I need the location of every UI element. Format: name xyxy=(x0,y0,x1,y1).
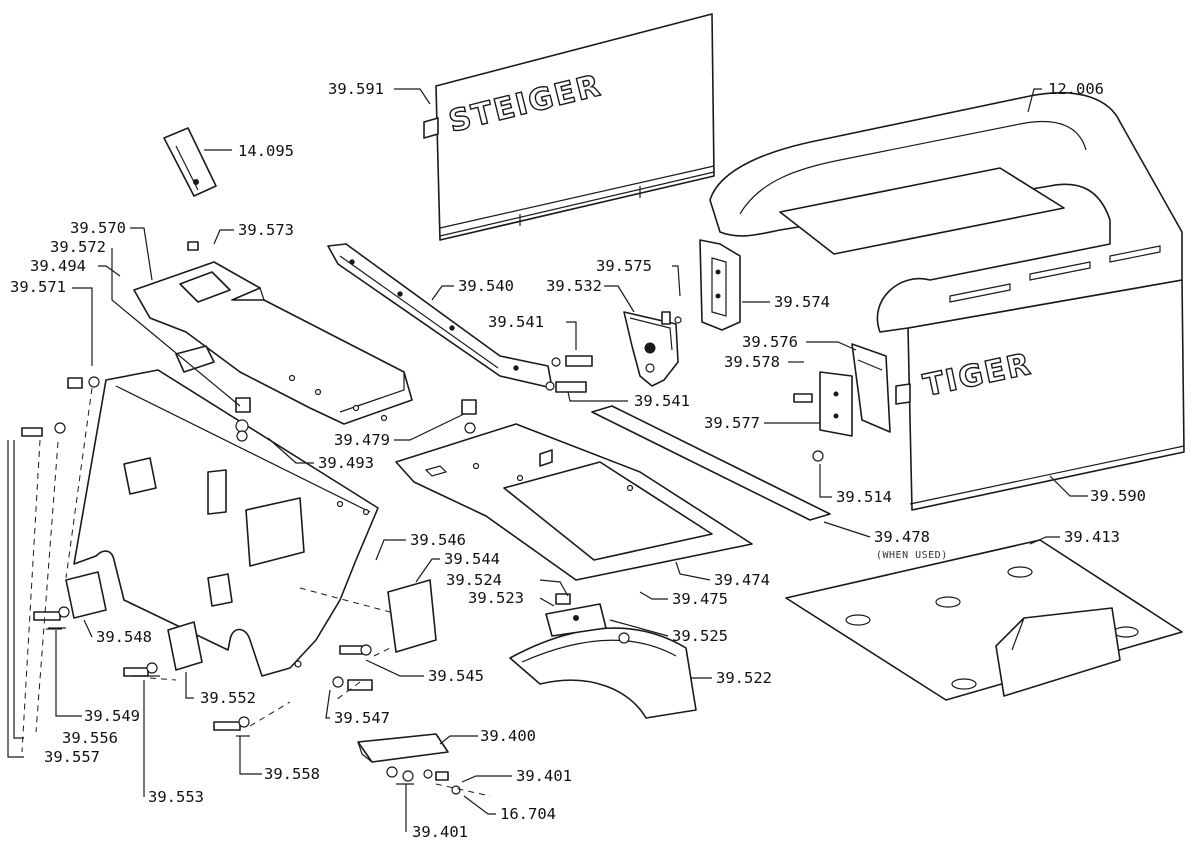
label-39547: 39.547 xyxy=(334,709,390,727)
label-39557: 39.557 xyxy=(44,748,100,766)
part-labels: 39.591 12.006 14.095 39.570 39.573 39.57… xyxy=(10,80,1146,841)
label-39522: 39.522 xyxy=(716,669,772,687)
leader-lines xyxy=(7,88,1088,832)
assembly-dashes xyxy=(21,387,491,797)
label-39590: 39.590 xyxy=(1090,487,1146,505)
plate-39548 xyxy=(65,571,107,619)
label-39540: 39.540 xyxy=(458,277,514,295)
plate-39577 xyxy=(819,371,853,437)
fasteners xyxy=(21,241,824,795)
angle-strip-39540 xyxy=(327,243,553,389)
label-39493: 39.493 xyxy=(318,454,374,472)
label-39541b: 39.541 xyxy=(634,392,690,410)
bracket-39576 xyxy=(851,343,891,433)
label-39548: 39.548 xyxy=(96,628,152,646)
label-39514: 39.514 xyxy=(836,488,892,506)
label-39578: 39.578 xyxy=(724,353,780,371)
floor-plate-39474 xyxy=(395,423,753,581)
step-39400 xyxy=(357,733,449,763)
label-39575: 39.575 xyxy=(596,257,652,275)
rear-panel-39591: STEIGER xyxy=(423,13,715,241)
label-39556: 39.556 xyxy=(62,729,118,747)
note-when-used: (WHEN USED) xyxy=(876,550,948,561)
label-39546: 39.546 xyxy=(410,531,466,549)
label-39570: 39.570 xyxy=(70,219,126,237)
latch-39532 xyxy=(623,311,679,387)
label-39571: 39.571 xyxy=(10,278,66,296)
top-shelf-39570 xyxy=(133,261,413,425)
strip-39478 xyxy=(591,405,831,521)
label-39523: 39.523 xyxy=(468,589,524,607)
base-plate-39413 xyxy=(785,539,1183,701)
hood-12006: TIGER xyxy=(709,92,1185,511)
label-39545: 39.545 xyxy=(428,667,484,685)
label-39549: 39.549 xyxy=(84,707,140,725)
label-39577: 39.577 xyxy=(704,414,760,432)
label-12006: 12.006 xyxy=(1048,80,1104,98)
label-39525: 39.525 xyxy=(672,627,728,645)
label-39574: 39.574 xyxy=(774,293,830,311)
label-39401a: 39.401 xyxy=(516,767,572,785)
label-39524: 39.524 xyxy=(446,571,502,589)
label-39474: 39.474 xyxy=(714,571,770,589)
label-39475: 39.475 xyxy=(672,590,728,608)
label-39572: 39.572 xyxy=(50,238,106,256)
label-39478: 39.478 xyxy=(874,528,930,546)
label-39553: 39.553 xyxy=(148,788,204,806)
label-14095: 14.095 xyxy=(238,142,294,160)
label-39532: 39.532 xyxy=(546,277,602,295)
label-39400: 39.400 xyxy=(480,727,536,745)
label-39541a: 39.541 xyxy=(488,313,544,331)
plate-39552 xyxy=(167,621,203,671)
label-39576: 39.576 xyxy=(742,333,798,351)
label-39494: 39.494 xyxy=(30,257,86,275)
label-39544: 39.544 xyxy=(444,550,500,568)
bracket-39574 xyxy=(699,239,741,331)
label-39413: 39.413 xyxy=(1064,528,1120,546)
plate-39544 xyxy=(387,579,437,653)
label-39558: 39.558 xyxy=(264,765,320,783)
bracket-14095 xyxy=(163,127,217,197)
guard-39522 xyxy=(509,627,697,719)
label-39573: 39.573 xyxy=(238,221,294,239)
label-39479: 39.479 xyxy=(334,431,390,449)
side-panel-39546 xyxy=(73,369,379,677)
label-16704: 16.704 xyxy=(500,805,556,823)
label-39591: 39.591 xyxy=(328,80,384,98)
label-39552: 39.552 xyxy=(200,689,256,707)
bracket-39523 xyxy=(545,603,607,637)
label-39401b: 39.401 xyxy=(412,823,468,841)
